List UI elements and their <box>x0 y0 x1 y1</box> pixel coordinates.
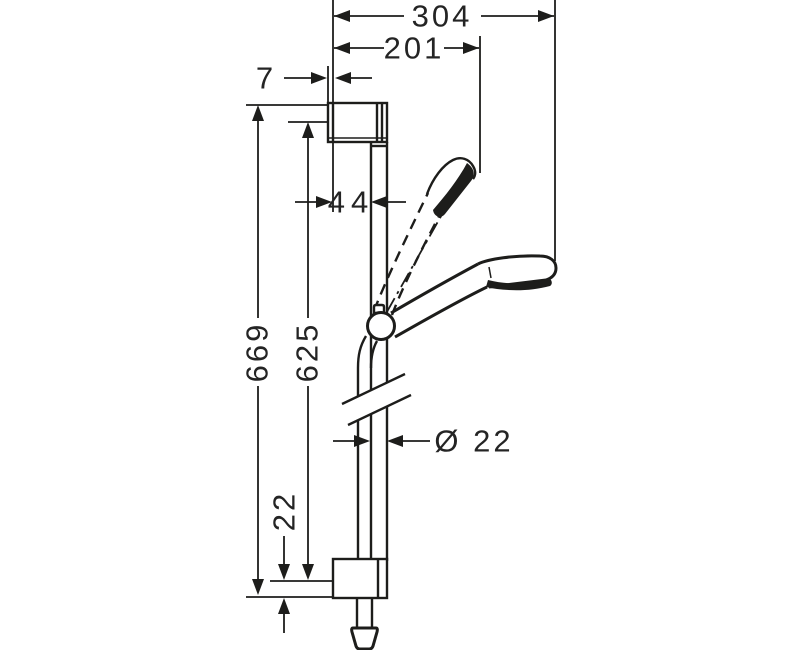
dim-label-22: 22 <box>267 491 302 531</box>
dim-label-diameter-22: Ø 22 <box>434 424 513 459</box>
dimension-44: 44 <box>295 185 406 220</box>
spray-face <box>486 278 552 291</box>
dim-label-44: 44 <box>328 185 374 220</box>
dimension-304: 304 <box>334 0 554 34</box>
wall-bracket-top <box>326 101 389 144</box>
dimension-201: 201 <box>334 31 479 66</box>
dim-label-201: 201 <box>384 31 445 66</box>
dimension-669: 669 <box>240 105 275 595</box>
dimension-7: 7 <box>256 61 372 96</box>
hand-shower-dashed <box>372 157 477 318</box>
dim-label-625: 625 <box>290 322 325 383</box>
hose <box>350 335 379 650</box>
dim-label-304: 304 <box>412 0 473 34</box>
dimension-22-bottom: 22 <box>267 491 302 633</box>
wall-bracket-bottom <box>331 557 389 600</box>
dim-label-7: 7 <box>256 61 276 96</box>
hose-connector-nut <box>350 626 379 650</box>
rail-bar <box>369 142 389 561</box>
dashed-spray-face <box>433 163 474 217</box>
dim-label-669: 669 <box>240 322 275 383</box>
dimension-625: 625 <box>290 122 325 580</box>
slider-holder <box>366 303 396 341</box>
dimension-diameter-22: Ø 22 <box>333 424 513 459</box>
hand-shower-solid <box>390 254 558 339</box>
break-mark <box>341 372 412 427</box>
